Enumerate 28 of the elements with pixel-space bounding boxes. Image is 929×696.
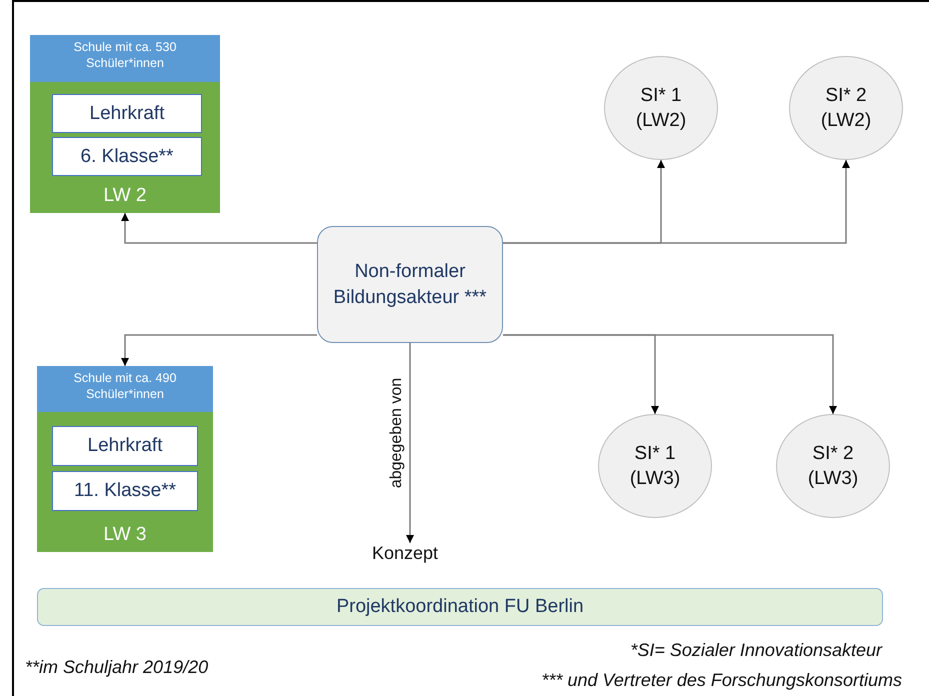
level-label: LW 2 xyxy=(102,185,148,207)
footnote: *SI= Sozialer Innovationsakteur xyxy=(630,640,882,661)
member-box: Lehrkraft xyxy=(52,94,202,133)
arrow xyxy=(121,213,317,244)
school-panel xyxy=(37,366,213,552)
member-box: 6. Klasse** xyxy=(52,137,202,176)
edge-label: abgegeben von xyxy=(388,376,406,490)
school-panel xyxy=(30,35,220,213)
arrow xyxy=(406,343,414,543)
actor-label: SI* 1 (LW2) xyxy=(634,84,688,133)
footnote: **im Schuljahr 2019/20 xyxy=(25,657,208,678)
actor-label: SI* 2 (LW3) xyxy=(806,442,860,491)
level-label: LW 3 xyxy=(102,524,148,546)
arrow xyxy=(503,160,850,244)
arrow xyxy=(121,334,317,366)
school-header: Schule mit ca. 490 Schüler*innen xyxy=(37,366,213,412)
actor-label: Non-formaler Bildungsakteur *** xyxy=(332,260,488,310)
member-box: Lehrkraft xyxy=(52,426,198,466)
concept-label: Konzept xyxy=(372,543,438,564)
coordination-label: Projektkoordination FU Berlin xyxy=(336,596,584,618)
coordination-bar xyxy=(37,588,883,626)
actor-label: SI* 2 (LW2) xyxy=(820,84,872,133)
footnote: *** und Vertreter des Forschungskonsortiums xyxy=(541,670,902,691)
arrow xyxy=(503,334,837,414)
actor-box xyxy=(317,226,503,343)
member-box: 11. Klasse** xyxy=(52,471,198,511)
actor-label: SI* 1 (LW3) xyxy=(628,442,682,491)
school-header: Schule mit ca. 530 Schüler*innen xyxy=(30,35,220,82)
